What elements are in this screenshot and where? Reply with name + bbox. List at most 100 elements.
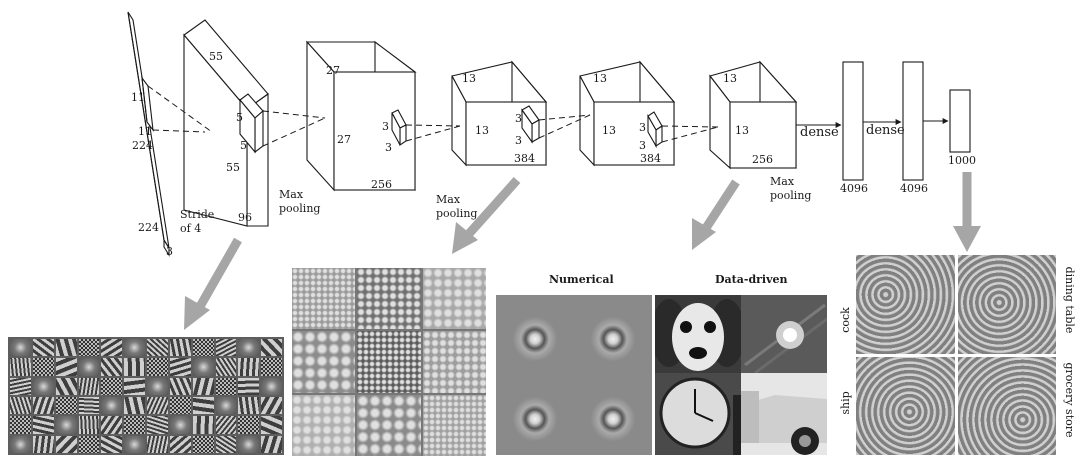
filter-cell	[238, 397, 260, 415]
class-label-ship: ship	[839, 391, 852, 414]
class-cell	[856, 356, 955, 455]
class-visualization-panel	[856, 255, 1056, 455]
filter-cell	[32, 416, 54, 434]
filter-cell	[78, 435, 100, 453]
pool3-line1: Max	[770, 175, 795, 188]
conv1-block	[183, 19, 269, 227]
class-cell	[856, 255, 955, 354]
filter-cell	[101, 397, 123, 415]
conv2-block	[305, 40, 417, 192]
filter-cell	[124, 416, 145, 434]
conv5-size-label: 13	[723, 72, 737, 85]
pool3-line2: pooling	[770, 189, 811, 202]
conv1-kernel-h-label: 5	[236, 111, 243, 124]
arrow-to-objects	[692, 179, 740, 250]
filter-cell	[101, 358, 123, 376]
texture-cell	[357, 268, 421, 330]
conv2-kernel-block	[391, 109, 407, 147]
conv3-size-label: 13	[462, 72, 476, 85]
output-size-label: 1000	[948, 154, 976, 167]
filter-cell	[192, 397, 214, 415]
filter-cell	[238, 416, 260, 434]
fc1-block	[842, 61, 864, 181]
pool1-line1: Max	[279, 188, 304, 201]
stride-line1: Stride	[180, 208, 214, 221]
filter-cell	[147, 377, 168, 395]
dense-label-1: dense	[800, 125, 839, 140]
filter-cell	[169, 416, 191, 434]
input-height-label: 224	[132, 139, 153, 152]
filter-cell	[32, 397, 54, 415]
filter-cell	[124, 397, 145, 415]
filter-cell	[215, 397, 237, 415]
dog-photo	[655, 295, 745, 373]
dense-arrows	[796, 118, 949, 128]
filter-cell	[169, 377, 191, 395]
texture-cell	[292, 268, 356, 330]
filter-cell	[215, 358, 237, 376]
filter-cell	[261, 339, 282, 357]
filter-cell	[238, 435, 260, 453]
filter-cell	[147, 397, 168, 415]
filter-cell	[78, 397, 100, 415]
filter-cell	[169, 339, 191, 357]
data-driven-panel	[655, 295, 827, 455]
conv1-kernel-w-label: 5	[240, 139, 247, 152]
car-photo	[741, 373, 827, 455]
conv4-kernel-h-label: 3	[639, 121, 646, 134]
filter-cell	[78, 358, 100, 376]
filter-cell	[192, 358, 214, 376]
class-label-cock: cock	[839, 307, 852, 333]
texture-cell	[357, 331, 421, 393]
filter-cell	[238, 358, 260, 376]
numerical-cell	[574, 375, 652, 455]
arrow-to-classes	[953, 172, 981, 252]
conv2-kernel-w-label: 3	[385, 141, 392, 154]
filter-cell	[55, 377, 77, 395]
input-width-label: 224	[138, 221, 159, 234]
filter-cell	[215, 339, 237, 357]
conv2-size-label: 27	[326, 64, 340, 77]
filter-cell	[169, 397, 191, 415]
conv3-kernel-block	[521, 105, 540, 144]
projection-lines	[147, 85, 719, 147]
filter-cell	[101, 377, 123, 395]
texture-cell	[292, 394, 356, 456]
filter-cell	[261, 416, 282, 434]
filter-cell	[10, 416, 31, 434]
fc2-block	[902, 61, 924, 181]
arrow-to-textures	[452, 177, 521, 254]
arrow-to-filters	[184, 237, 242, 330]
filter-cell	[10, 358, 31, 376]
texture-cell	[357, 394, 421, 456]
conv3-side-label: 13	[475, 124, 489, 137]
dense-label-2: dense	[866, 123, 905, 138]
filter-cell	[169, 435, 191, 453]
filter-cell	[78, 377, 100, 395]
clock-photo	[655, 373, 741, 455]
filter-cell	[261, 377, 282, 395]
pool2-line1: Max	[436, 193, 461, 206]
filter-cell	[101, 435, 123, 453]
conv3-depth-label: 384	[514, 152, 535, 165]
filter-cell	[55, 339, 77, 357]
conv1-kernel-block	[239, 93, 264, 154]
filter-cell	[192, 377, 214, 395]
filter-cell	[124, 358, 145, 376]
filter-cell	[78, 339, 100, 357]
filter-cell	[55, 435, 77, 453]
conv3-kernel-w-label: 3	[515, 134, 522, 147]
numerical-cell	[496, 295, 574, 375]
conv1-side-label: 55	[226, 161, 240, 174]
input-depth-label: 3	[166, 245, 173, 258]
filter-cell	[32, 435, 54, 453]
texture-cell	[422, 268, 486, 330]
numerical-cell	[496, 375, 574, 455]
class-label-dining-table: dining table	[1063, 267, 1076, 334]
filter-cell	[10, 339, 31, 357]
filter-cell	[238, 377, 260, 395]
numerical-header: Numerical	[549, 273, 614, 286]
input-layer-block	[127, 11, 170, 257]
filter-grid-panel	[8, 337, 284, 455]
